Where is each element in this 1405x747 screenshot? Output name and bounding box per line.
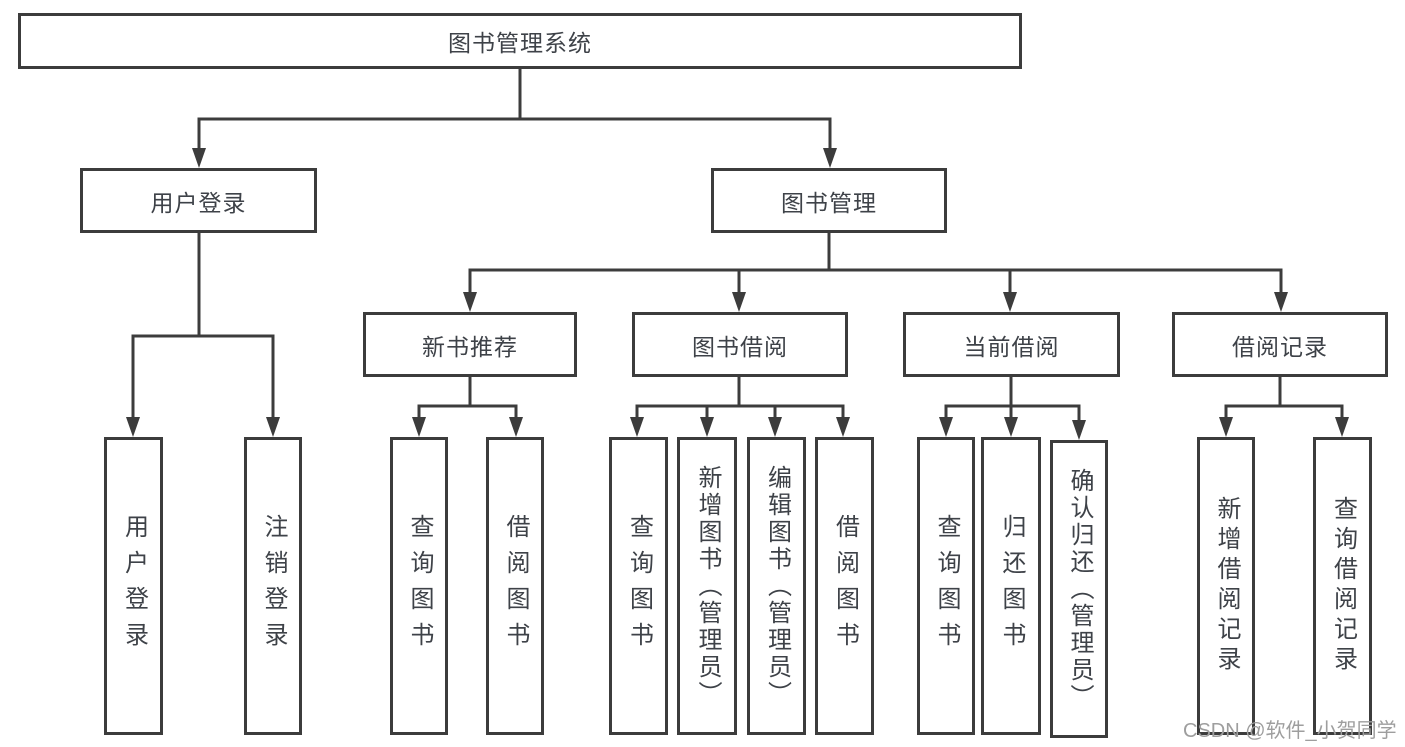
node-label: 当前借阅 (963, 333, 1060, 360)
connector-book-management-branch (463, 233, 1288, 312)
leaf-logout: 注销登录 (244, 437, 302, 735)
leaf-borrowing-edit-books-admin: 编辑图书（管理员） (747, 437, 806, 735)
node-label: 新增借阅记录 (1213, 496, 1240, 676)
node-new-book-recommendation: 新书推荐 (363, 312, 577, 377)
connector-borrowing-records-branch (1219, 377, 1349, 437)
node-label: 新书推荐 (422, 333, 518, 360)
node-label: 图书借阅 (692, 333, 788, 360)
leaf-borrowing-add-books-admin: 新增图书（管理员） (677, 437, 737, 735)
node-label: 编辑图书（管理员） (763, 464, 791, 708)
leaf-current-return-books: 归还图书 (981, 437, 1041, 735)
node-label: 查询图书 (406, 514, 433, 658)
node-label: 新增图书（管理员） (694, 464, 721, 708)
node-label: 借阅图书 (831, 514, 859, 658)
node-current-borrowing: 当前借阅 (903, 312, 1120, 377)
leaf-records-add-borrow-record: 新增借阅记录 (1197, 437, 1255, 735)
leaf-user-login: 用户登录 (104, 437, 163, 735)
connector-user-login-branch (126, 233, 280, 437)
node-label: 归还图书 (998, 514, 1025, 658)
leaf-current-query-books: 查询图书 (917, 437, 975, 735)
node-label: 查询图书 (625, 514, 653, 658)
connector-current-borrowing-branch (939, 377, 1086, 440)
node-book-borrowing: 图书借阅 (632, 312, 848, 377)
leaf-current-confirm-return-admin: 确认归还（管理员） (1050, 440, 1108, 738)
csdn-watermark: CSDN @软件_小贺同学 (1183, 720, 1397, 742)
leaf-newbook-query-books: 查询图书 (390, 437, 448, 735)
node-label: 查询借阅记录 (1329, 496, 1357, 676)
node-label: 借阅记录 (1232, 333, 1328, 360)
connector-book-borrowing-branch (630, 377, 850, 437)
leaf-newbook-borrow-books: 借阅图书 (486, 437, 544, 735)
node-label: 图书管理 (781, 189, 877, 216)
node-user-login: 用户登录 (80, 168, 317, 233)
node-label: 用户登录 (120, 514, 148, 658)
node-label: 用户登录 (150, 189, 247, 216)
leaf-borrowing-borrow-books: 借阅图书 (815, 437, 874, 735)
node-borrowing-records: 借阅记录 (1172, 312, 1388, 377)
node-book-management: 图书管理 (711, 168, 947, 233)
node-label: 查询图书 (933, 514, 960, 658)
leaf-borrowing-query-books: 查询图书 (609, 437, 668, 735)
node-library-management-system: 图书管理系统 (18, 13, 1022, 69)
leaf-records-query-borrow-record: 查询借阅记录 (1313, 437, 1372, 735)
connector-root-to-level2 (192, 69, 837, 168)
node-label: 注销登录 (260, 514, 287, 658)
node-label: 图书管理系统 (448, 30, 592, 56)
connector-new-book-branch (412, 377, 523, 437)
node-label: 确认归还（管理员） (1066, 467, 1093, 711)
node-label: 借阅图书 (502, 514, 529, 658)
